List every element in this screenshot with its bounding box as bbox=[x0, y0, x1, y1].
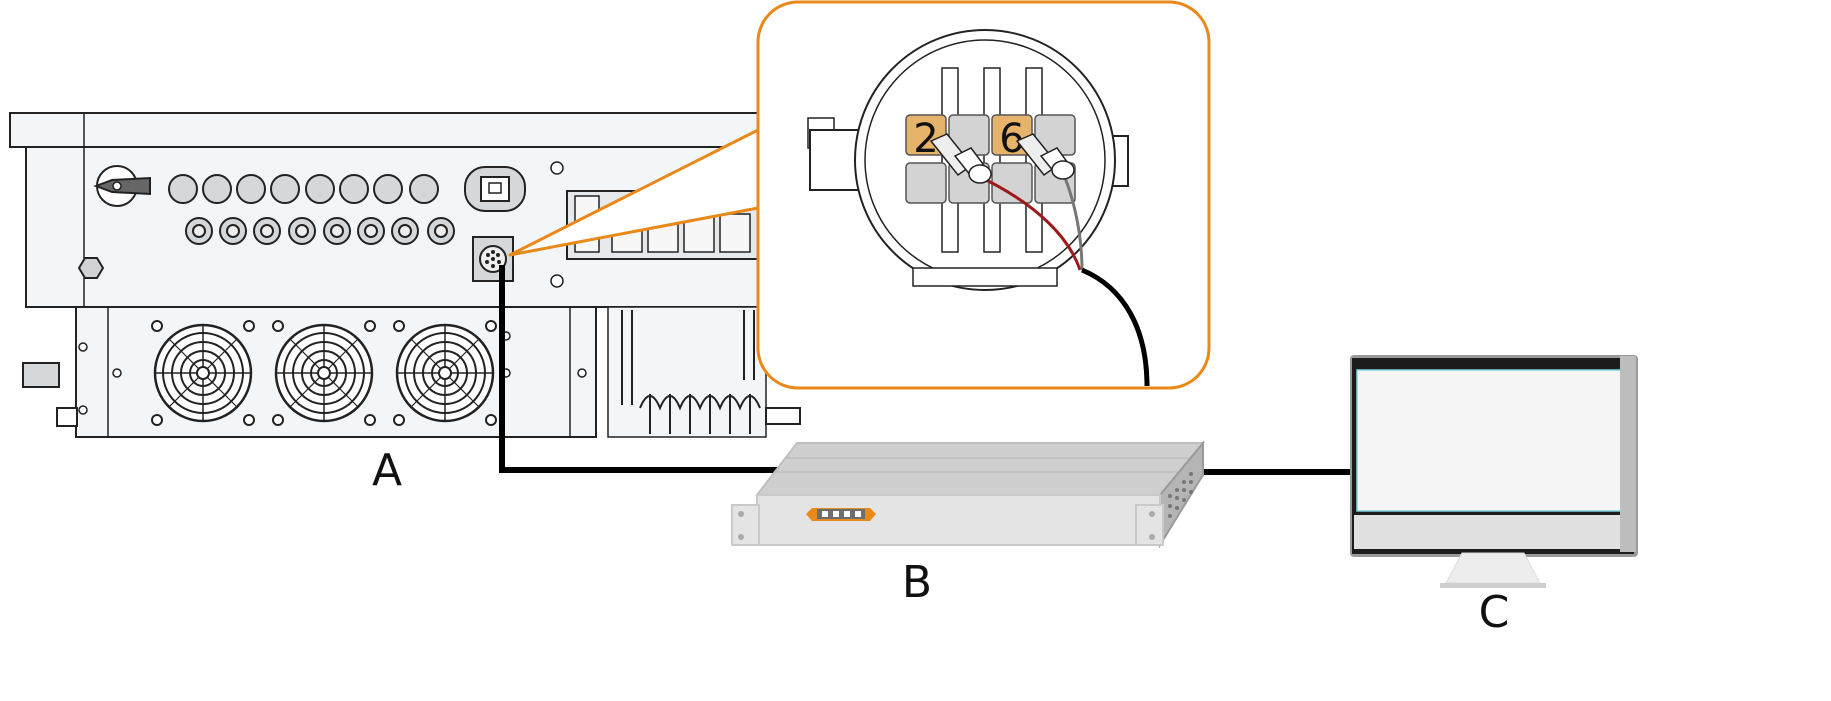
dc-switch bbox=[93, 165, 151, 207]
cooling-fans bbox=[150, 319, 498, 427]
wire-ferrules bbox=[929, 133, 1075, 184]
network-port-icon bbox=[464, 166, 526, 212]
label-c: C bbox=[1479, 587, 1510, 638]
inverter-device-a bbox=[9, 112, 801, 438]
red-wire bbox=[975, 173, 1082, 271]
heat-sink bbox=[607, 306, 801, 438]
bolt-icon bbox=[77, 257, 105, 279]
computer-monitor-device-c bbox=[1350, 355, 1638, 588]
com-connector bbox=[472, 236, 514, 282]
connector-detail-callout: 2 6 bbox=[756, 0, 1211, 390]
communication-cables bbox=[499, 265, 1355, 475]
label-b: B bbox=[902, 557, 932, 608]
label-a: A bbox=[372, 445, 402, 496]
data-logger-device-b bbox=[731, 440, 1206, 549]
port-panel bbox=[806, 508, 876, 521]
callout-cable bbox=[1081, 267, 1150, 387]
